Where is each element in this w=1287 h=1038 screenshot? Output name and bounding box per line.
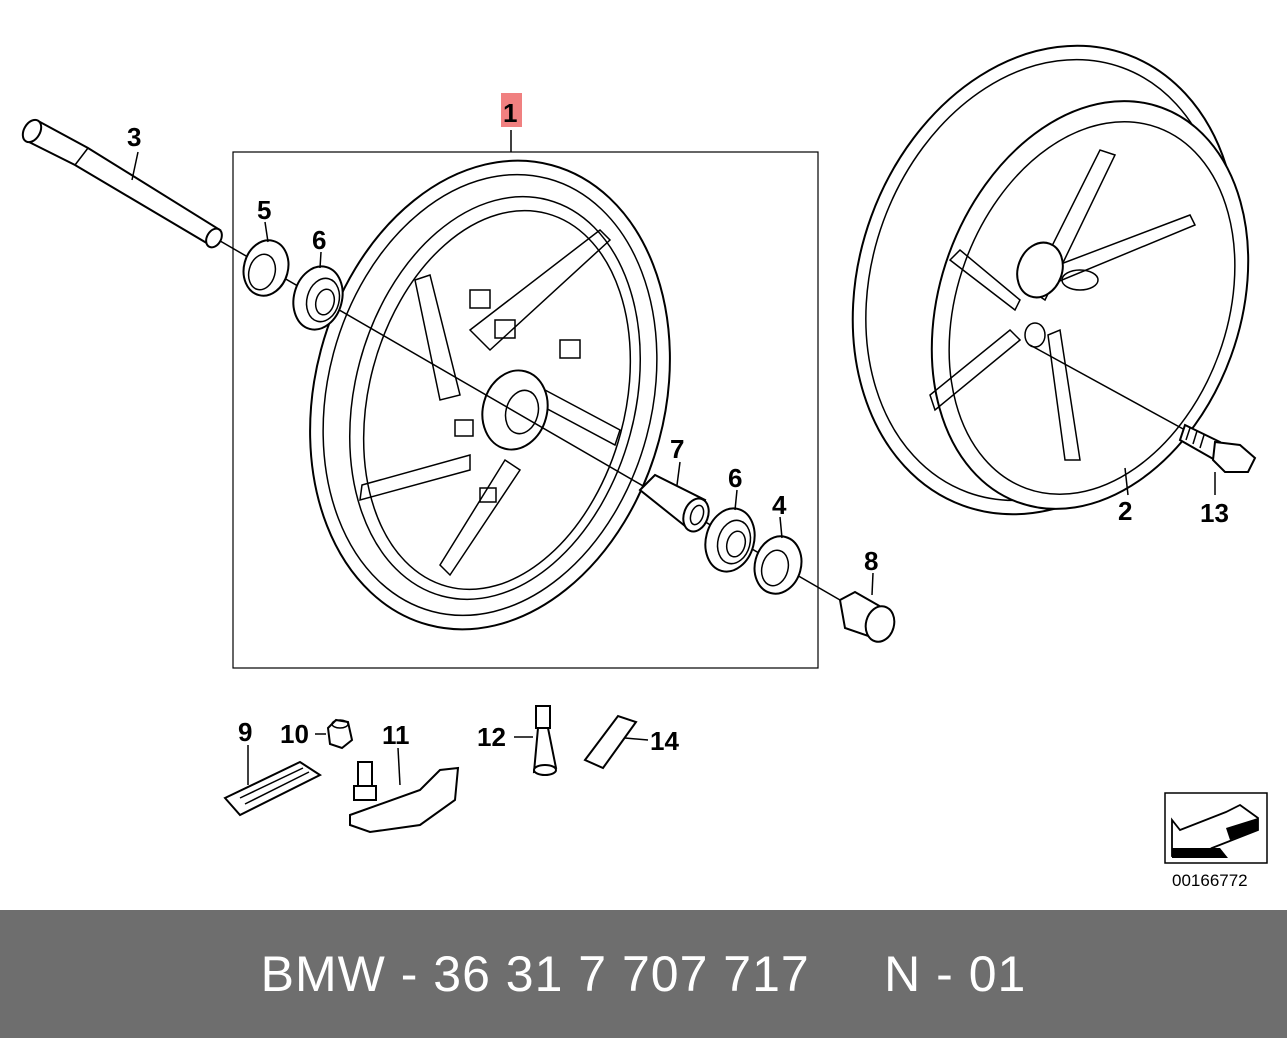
callout-1: 1 <box>503 98 517 128</box>
callout-7: 7 <box>670 434 684 464</box>
front-wheel <box>309 159 671 631</box>
bearing-6-lower <box>704 507 756 573</box>
cap-nut-10 <box>326 718 354 750</box>
callout-13: 13 <box>1200 498 1229 528</box>
spacer-ring-4 <box>753 535 803 595</box>
callout-11: 11 <box>382 720 410 750</box>
bushing-8 <box>838 590 896 643</box>
callout-12: 12 <box>477 722 506 752</box>
adhesive-strip-14 <box>583 714 638 770</box>
callout-9: 9 <box>238 717 252 747</box>
callout-6-upper: 6 <box>312 225 326 255</box>
rear-wheel <box>851 44 1250 516</box>
callout-6-lower: 6 <box>728 463 742 493</box>
axle <box>21 118 223 249</box>
valve-12 <box>532 705 558 776</box>
callout-10: 10 <box>280 719 309 749</box>
weight-strip-9 <box>223 760 323 817</box>
callout-8: 8 <box>864 546 878 576</box>
parts-diagram: 1 2 <box>21 44 1268 890</box>
reference-code: 00166772 <box>1172 871 1248 890</box>
callout-5: 5 <box>257 195 271 225</box>
bearing-6-upper <box>292 265 344 331</box>
callout-1-highlight <box>501 93 522 127</box>
callout-14: 14 <box>650 726 679 756</box>
spacer-ring-5 <box>242 239 290 297</box>
group-frame <box>232 151 819 669</box>
bolt-13 <box>1178 423 1257 473</box>
callout-3: 3 <box>127 122 141 152</box>
valve-sensor-11 <box>349 761 460 834</box>
sleeve-7 <box>638 473 710 533</box>
callout-2: 2 <box>1118 496 1132 526</box>
reference-symbol <box>1164 792 1268 864</box>
callout-4: 4 <box>772 490 787 520</box>
part-number-caption: BMW - 36 31 7 707 717 N - 01 <box>260 946 1027 1002</box>
footer-bar: BMW - 36 31 7 707 717 N - 01 <box>0 910 1287 1038</box>
